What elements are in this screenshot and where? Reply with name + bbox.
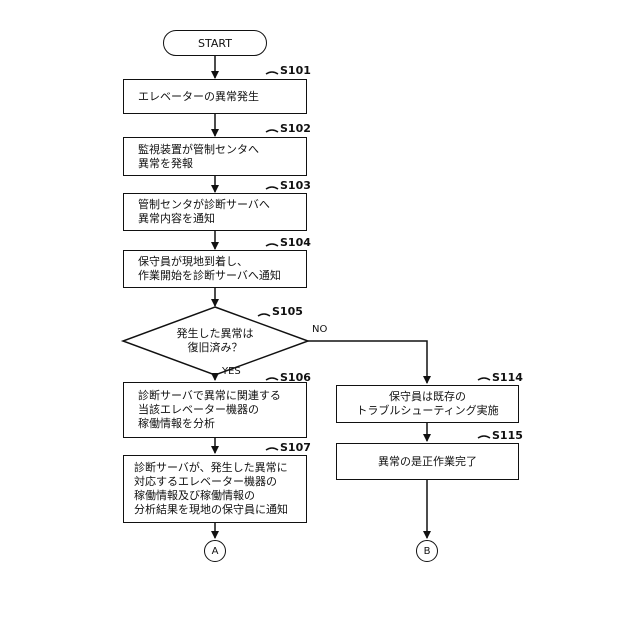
start-label: START (198, 37, 232, 50)
s104-box: 保守員が現地到着し、 作業開始を診断サーバへ通知 (123, 250, 307, 288)
s114-id: S114 (492, 371, 523, 384)
connector-b: B (416, 540, 438, 562)
s115-leader (478, 436, 490, 438)
s101-box: エレベーターの異常発生 (123, 79, 307, 114)
s105-leader (258, 314, 270, 316)
s104-id: S104 (280, 236, 311, 249)
s107-text: 診断サーバが、発生した異常に 対応するエレベーター機器の 稼働情報及び稼働情報の… (134, 461, 288, 517)
s103-box: 管制センタが診断サーバへ 異常内容を通知 (123, 193, 307, 231)
s107-id: S107 (280, 441, 311, 454)
s107-leader (266, 448, 278, 450)
s106-box: 診断サーバで異常に関連する 当該エレベーター機器の 稼働情報を分析 (123, 382, 307, 438)
s102-id: S102 (280, 122, 311, 135)
s103-text: 管制センタが診断サーバへ 異常内容を通知 (138, 198, 270, 226)
no-label: NO (312, 324, 327, 335)
s114-box: 保守員は既存の トラブルシューティング実施 (336, 385, 519, 423)
s106-leader (266, 378, 278, 380)
s103-id: S103 (280, 179, 311, 192)
connector-b-label: B (424, 546, 431, 557)
s115-box: 異常の是正作業完了 (336, 443, 519, 480)
s105-text: 発生した異常は 復旧済み？ (145, 327, 285, 355)
s114-text: 保守員は既存の トラブルシューティング実施 (356, 390, 498, 418)
connector-a: A (204, 540, 226, 562)
s115-text: 異常の是正作業完了 (378, 455, 477, 469)
s102-text: 監視装置が管制センタへ 異常を発報 (138, 143, 259, 171)
start-terminal: START (163, 30, 267, 56)
s115-id: S115 (492, 429, 523, 442)
s106-text: 診断サーバで異常に関連する 当該エレベーター機器の 稼働情報を分析 (138, 389, 281, 431)
connector-a-label: A (212, 546, 219, 557)
s101-id: S101 (280, 64, 311, 77)
arrow-s105-s114 (308, 341, 427, 383)
s103-leader (266, 187, 278, 189)
s104-leader (266, 244, 278, 246)
s114-leader (478, 378, 490, 380)
s101-leader (266, 72, 278, 74)
s102-box: 監視装置が管制センタへ 異常を発報 (123, 137, 307, 176)
s101-text: エレベーターの異常発生 (138, 90, 259, 104)
s104-text: 保守員が現地到着し、 作業開始を診断サーバへ通知 (138, 255, 281, 283)
s105-id: S105 (272, 305, 303, 318)
yes-label: YES (222, 366, 241, 377)
s102-leader (266, 130, 278, 132)
s107-box: 診断サーバが、発生した異常に 対応するエレベーター機器の 稼働情報及び稼働情報の… (123, 455, 307, 523)
